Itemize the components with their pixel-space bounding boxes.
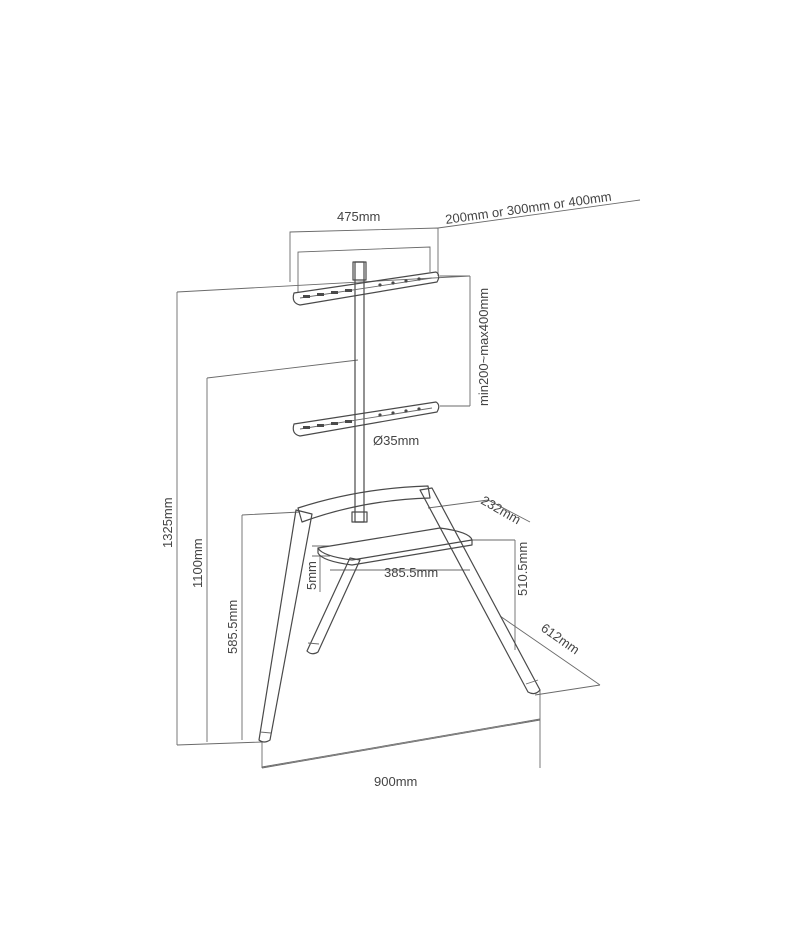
max-height-label: 1100mm	[190, 538, 205, 588]
top-crossbar	[297, 485, 431, 523]
shelf-thickness-label: 5mm	[304, 561, 319, 590]
pole-diameter-label: Ø35mm	[373, 433, 419, 448]
dimension-lines	[176, 199, 641, 769]
leg-back	[306, 557, 361, 655]
base-depth-label: 612mm	[538, 620, 582, 657]
stand-drawing	[258, 261, 541, 743]
shelf-to-floor-label: 510.5mm	[515, 542, 530, 596]
vesa-width-label: 200mm or 300mm or 400mm	[444, 189, 612, 227]
pole	[352, 261, 367, 523]
leg-front-right	[419, 487, 541, 695]
shelf-height-label: 585.5mm	[225, 600, 240, 654]
leg-front-left	[258, 509, 313, 743]
shelf	[317, 527, 473, 566]
base-width-label: 900mm	[374, 774, 417, 789]
shelf-width-label: 385.5mm	[384, 565, 438, 580]
depth-top-label: 232mm	[479, 493, 524, 528]
bottom-mounting-plate	[292, 401, 440, 437]
pole-collar	[351, 511, 368, 523]
plate-width-label: 475mm	[337, 209, 380, 224]
top-mounting-plate	[292, 271, 440, 306]
total-height-label: 1325mm	[160, 497, 175, 548]
vesa-height-label: min200~max400mm	[476, 288, 491, 406]
plate-slots-bottom	[303, 407, 421, 429]
plate-slots-top	[303, 277, 421, 298]
